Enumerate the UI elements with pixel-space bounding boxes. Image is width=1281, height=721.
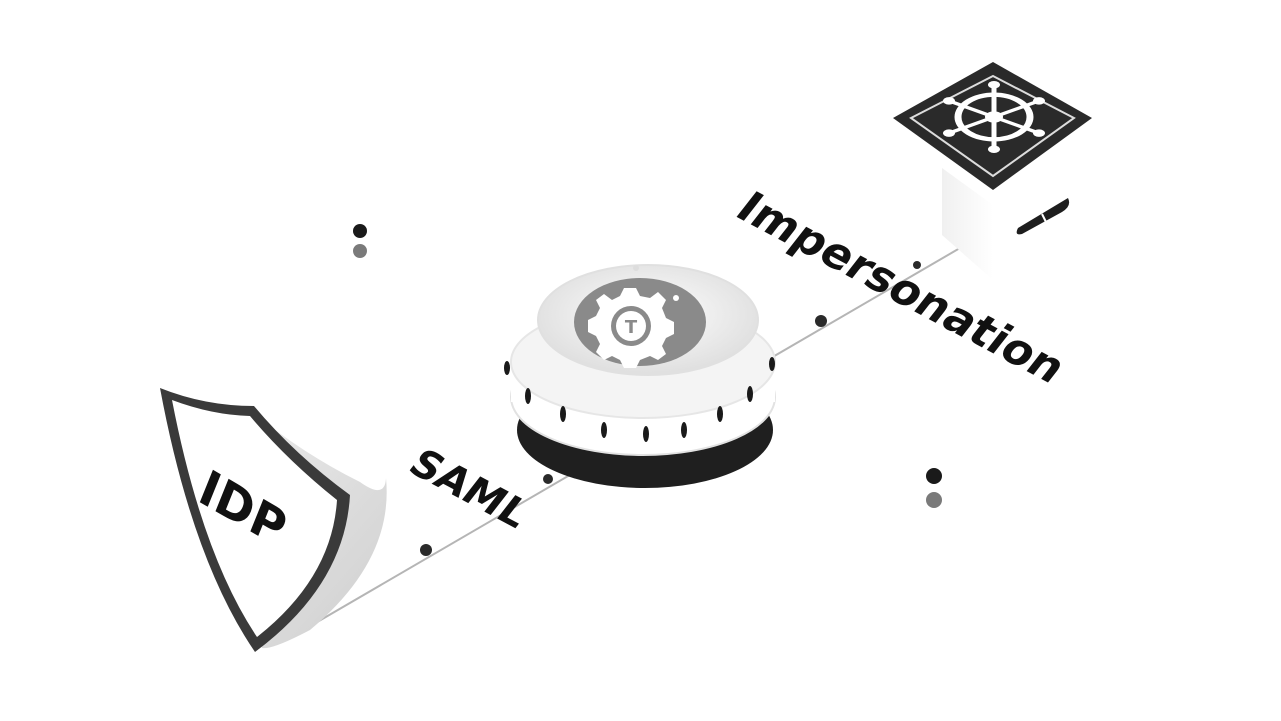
cluster-cube — [893, 62, 1092, 280]
ship-wheel-icon — [943, 81, 1045, 153]
connector-nodes — [420, 261, 921, 556]
decorative-dots-right — [926, 468, 942, 508]
connector-node — [420, 544, 432, 556]
decorative-dots-left — [353, 224, 367, 258]
shield-icon: IDP — [160, 388, 387, 652]
saml-label: SAML — [400, 441, 540, 537]
connector-node — [913, 261, 921, 269]
connector-node — [543, 474, 553, 484]
hub-rim-notches — [504, 357, 775, 442]
gear-icon: T — [504, 264, 776, 488]
hub-logo-letter: T — [625, 317, 638, 338]
connector-node — [815, 315, 827, 327]
